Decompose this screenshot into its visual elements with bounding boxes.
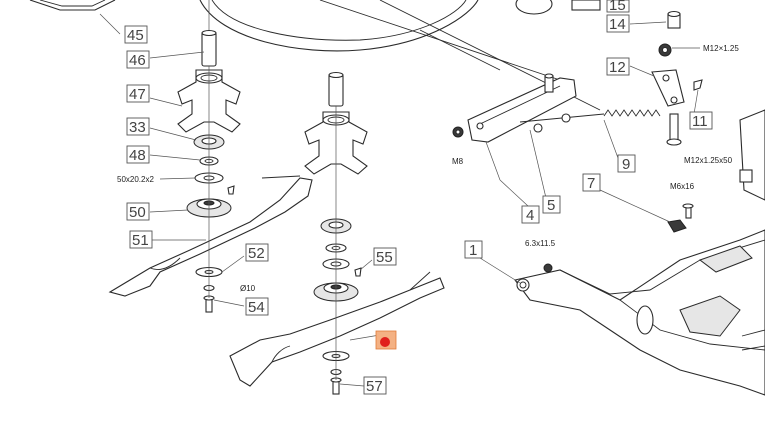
bolt-center-57 xyxy=(330,377,342,395)
svg-text:7: 7 xyxy=(587,175,595,192)
svg-text:1: 1 xyxy=(469,242,477,259)
svg-text:33: 33 xyxy=(129,119,146,136)
mower-frame xyxy=(514,109,765,396)
key-left xyxy=(227,185,235,195)
spec-6-3x11-5: 6.3x11.5 xyxy=(525,239,556,248)
label-7: 7 xyxy=(582,173,601,192)
label-45: 45 xyxy=(124,25,148,44)
blade-center xyxy=(229,271,445,387)
label-15: 15 xyxy=(606,0,630,14)
leader-lines xyxy=(99,13,700,387)
blade-left xyxy=(108,175,313,297)
label-52: 52 xyxy=(245,243,269,262)
svg-text:54: 54 xyxy=(248,299,265,316)
label-46: 46 xyxy=(126,50,150,69)
svg-text:5: 5 xyxy=(547,197,555,214)
key-center-55 xyxy=(354,267,362,277)
tensioner-bracket xyxy=(467,73,577,143)
plate-part-45 xyxy=(29,0,116,11)
label-9: 9 xyxy=(617,154,636,173)
highlight-marker[interactable] xyxy=(375,330,397,350)
pin-11 xyxy=(693,79,703,91)
svg-text:9: 9 xyxy=(622,156,630,173)
bolt-m6x16 xyxy=(682,203,694,219)
spindle-center xyxy=(328,71,344,107)
bolt-left-54 xyxy=(203,295,215,313)
label-55: 55 xyxy=(373,247,397,266)
svg-text:52: 52 xyxy=(248,245,265,262)
label-57: 57 xyxy=(363,376,387,395)
label-14: 14 xyxy=(606,14,630,33)
screw-6-3x11-5 xyxy=(543,263,553,273)
spec-m8: M8 xyxy=(452,157,464,166)
label-50: 50 xyxy=(126,202,150,221)
top-right-bolt-15 xyxy=(515,0,601,15)
label-47: 47 xyxy=(126,84,150,103)
spec-phi10: Ø10 xyxy=(240,284,256,293)
svg-text:51: 51 xyxy=(132,232,149,249)
spacer-14 xyxy=(667,10,681,29)
svg-text:11: 11 xyxy=(692,113,708,130)
bolt-5 xyxy=(533,113,571,133)
spec-m6x16: M6x16 xyxy=(670,182,695,191)
svg-text:15: 15 xyxy=(609,0,626,14)
spec-m12x125x50: M12x1.25x50 xyxy=(684,156,733,165)
label-5: 5 xyxy=(542,195,561,214)
pulley-disc xyxy=(199,0,479,52)
pointer-dot xyxy=(380,337,390,347)
label-54: 54 xyxy=(245,297,269,316)
spec-m12x125: M12×1.25 xyxy=(703,44,739,53)
svg-text:55: 55 xyxy=(376,249,393,266)
label-33: 33 xyxy=(126,117,150,136)
spindle-left xyxy=(201,29,217,67)
nut-m8 xyxy=(452,126,464,138)
axis-lines xyxy=(208,0,337,380)
label-4: 4 xyxy=(521,205,540,224)
label-12: 12 xyxy=(606,57,630,76)
svg-text:46: 46 xyxy=(129,52,146,69)
svg-text:14: 14 xyxy=(609,16,626,33)
svg-text:57: 57 xyxy=(366,378,383,395)
svg-text:4: 4 xyxy=(526,207,534,224)
spec-washer-size: 50x20.2x2 xyxy=(117,175,154,184)
svg-text:50: 50 xyxy=(129,204,146,221)
label-48: 48 xyxy=(126,145,150,164)
label-51: 51 xyxy=(129,230,153,249)
clip-part-7 xyxy=(667,219,687,233)
bolt-m12x125x50 xyxy=(666,113,682,146)
svg-text:48: 48 xyxy=(129,147,146,164)
svg-text:45: 45 xyxy=(127,27,144,44)
label-1: 1 xyxy=(464,240,483,259)
svg-text:12: 12 xyxy=(609,59,626,76)
label-11: 11 xyxy=(689,111,713,130)
nut-m12 xyxy=(658,43,672,57)
svg-text:47: 47 xyxy=(129,86,146,103)
arm-part-12 xyxy=(651,69,685,107)
